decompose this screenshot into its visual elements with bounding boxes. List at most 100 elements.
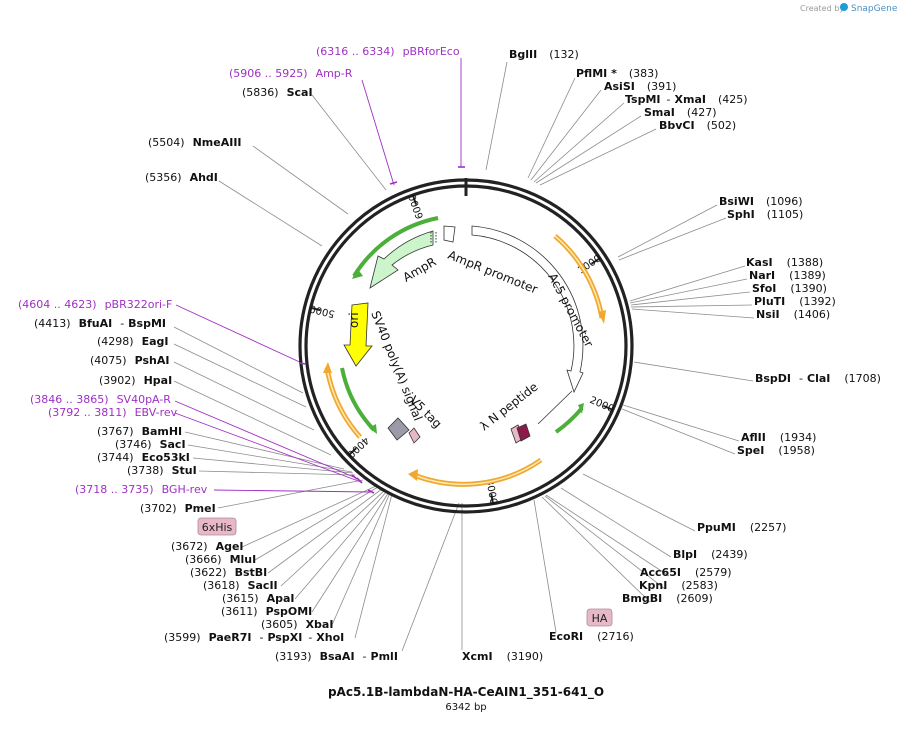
site-bsiwi: BsiWI(1096) <box>719 195 803 208</box>
leader-line <box>622 404 740 442</box>
leader-line <box>633 361 754 382</box>
site-scai: (5836)ScaI <box>242 86 313 99</box>
ori-arrow[interactable] <box>343 302 373 367</box>
leader-lines <box>173 61 755 652</box>
site-spei: SpeI(1958) <box>737 444 815 457</box>
leader-line <box>617 204 718 258</box>
site-eagi: (4298)EagI <box>97 335 168 348</box>
leader-line <box>173 380 332 456</box>
lambda-n-box[interactable] <box>516 423 531 442</box>
brand-text: SnapGene <box>851 4 898 14</box>
ampr-feature[interactable] <box>352 216 456 289</box>
leader-line <box>631 308 755 319</box>
tick-mark <box>348 447 357 456</box>
leader-line <box>280 489 386 587</box>
tag-ha[interactable]: HA <box>586 608 613 627</box>
primer-marker-ebv <box>356 477 363 484</box>
site-eco53ki: (3744)Eco53kI <box>97 451 190 464</box>
leader-line <box>252 145 349 215</box>
v5-tag-box[interactable] <box>408 427 421 444</box>
tag-ha-label: HA <box>592 612 608 625</box>
snapgene-credit[interactable]: Created by SnapGene <box>800 3 898 14</box>
tick-label: 3000 <box>483 478 498 505</box>
lambda-n-label: λ N peptide <box>477 380 540 434</box>
site-sacii: (3618)SacII <box>203 579 278 592</box>
leader-line <box>485 61 508 171</box>
tick-mark <box>490 493 494 504</box>
tick-mark <box>590 257 601 265</box>
leader-line <box>354 493 393 639</box>
ori-label: ori <box>347 312 361 328</box>
leader-line <box>541 496 651 603</box>
feature-layer <box>298 166 606 494</box>
site-agei: (3672)AgeI <box>171 540 244 553</box>
tick-mark <box>603 404 614 411</box>
site-hpai: (3902)HpaI <box>99 374 172 387</box>
green-arc-right <box>554 406 584 434</box>
ac5-promoter-arrow[interactable] <box>471 225 584 394</box>
primer-pbr322ori-f: (4604 .. 4623)pBR322ori-F <box>18 298 172 311</box>
leader-line <box>533 499 557 633</box>
site-pluti: PluTI(1392) <box>754 295 836 308</box>
right-enzyme-labels[interactable]: BglII(132) PflMI *(383) AsiSI(391) TspMI… <box>462 48 881 663</box>
site-pflmi: PflMI *(383) <box>576 67 658 80</box>
primer-marker-bgh <box>367 489 375 494</box>
site-mlui: (3666)MluI <box>185 553 256 566</box>
leader-line <box>311 491 390 613</box>
leader-line <box>187 444 353 473</box>
site-kasi: KasI(1388) <box>746 256 823 269</box>
leader-line <box>218 180 323 247</box>
tag-6xhis-label: 6xHis <box>202 521 233 534</box>
ampr-promoter-box <box>443 225 456 243</box>
tick-label: 6000 <box>407 193 426 221</box>
site-bmgbi: BmgBI(2609) <box>622 592 713 605</box>
site-pmei: (3702)PmeI <box>140 502 216 515</box>
leader-line <box>629 278 748 304</box>
site-nmeaiii: (5504)NmeAIII <box>148 136 242 149</box>
tick-label: 2000 <box>588 395 616 415</box>
green-arc-left <box>340 367 376 432</box>
site-tspmi-xmai: TspMI-XmaI(425) <box>625 93 748 106</box>
primer-markers <box>298 166 465 494</box>
snapgene-logo-icon <box>840 3 848 11</box>
leader-line <box>582 473 696 532</box>
leader-line <box>294 490 388 600</box>
primer-lines <box>174 58 462 493</box>
leader-line <box>544 495 666 590</box>
site-asisi: AsiSI(391) <box>604 80 676 93</box>
plasmid-length: 6342 bp <box>445 702 486 713</box>
leader-line <box>629 265 746 302</box>
site-smai: SmaI(427) <box>644 106 717 119</box>
tick-label: 5000 <box>309 302 336 319</box>
site-nari: NarI(1389) <box>749 269 826 282</box>
site-paer7i-pspxi-xhoi: (3599)PaeR7I-PspXI-XhoI <box>164 631 344 644</box>
site-stui: (3738)StuI <box>127 464 197 477</box>
leader-line <box>533 102 625 183</box>
leader-line <box>173 326 304 394</box>
ampr-arrow <box>369 230 434 289</box>
primer-pbrforeco: (6316 .. 6334)pBRforEco <box>316 45 460 58</box>
ampr-label: AmpR <box>401 255 439 285</box>
leader-line <box>241 485 377 548</box>
left-enzyme-labels[interactable]: (5836)ScaI (5504)NmeAIII (5356)AhdI (441… <box>34 86 398 663</box>
leader-line <box>530 89 602 181</box>
leader-line <box>535 115 642 184</box>
site-sphi: SphI(1105) <box>727 208 803 221</box>
leader-line <box>173 361 315 431</box>
leader-line <box>630 291 751 306</box>
sv40-box[interactable] <box>387 417 410 441</box>
primer-labels[interactable]: (6316 .. 6334)pBRforEco (5906 .. 5925)Am… <box>18 45 460 496</box>
leader-line <box>331 492 391 626</box>
plasmid-title: pAc5.1B-lambdaN-HA-CeAIN1_351-641_O <box>328 685 604 700</box>
tick-mark <box>310 306 321 312</box>
site-ecori: EcoRI(2716) <box>549 630 634 643</box>
ampr-promoter-label: AmpR promoter <box>446 248 540 297</box>
site-aflii: AflII(1934) <box>741 431 816 444</box>
orf-arcs <box>323 234 606 487</box>
site-bsaai-pmli: (3193)BsaAI-PmlI <box>275 650 398 663</box>
site-nsii: NsiI(1406) <box>756 308 830 321</box>
tag-6xhis[interactable]: 6xHis <box>197 517 237 536</box>
site-bstbi: (3622)BstBI <box>190 566 267 579</box>
